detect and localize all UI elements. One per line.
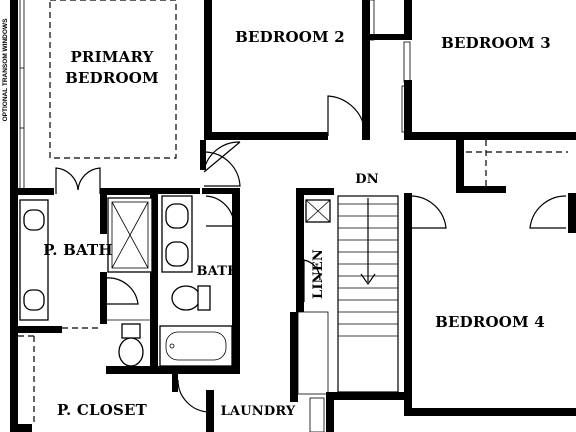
label-p-bath: P. BATH xyxy=(43,241,112,259)
stair xyxy=(305,195,399,393)
laundry-details xyxy=(297,311,329,432)
p-bath-fixtures xyxy=(19,197,153,367)
label-laundry: LAUNDRY xyxy=(221,404,296,419)
room-labels: PRIMARY BEDROOM BEDROOM 2 BEDROOM 3 BEDR… xyxy=(2,18,551,419)
label-bedroom-3: BEDROOM 3 xyxy=(441,34,551,52)
label-primary-bedroom-1: PRIMARY xyxy=(70,48,153,66)
label-bath: BATH xyxy=(196,264,239,279)
doors xyxy=(55,0,567,413)
label-p-closet: P. CLOSET xyxy=(57,401,148,419)
dashed-lines xyxy=(18,0,568,424)
label-stair-dn: DN xyxy=(355,172,379,187)
label-transom-windows: OPTIONAL TRANSOM WINDOWS xyxy=(2,18,9,121)
label-primary-bedroom-2: BEDROOM xyxy=(65,69,159,87)
label-linen: LINEN xyxy=(311,249,326,299)
bath-fixtures xyxy=(159,195,233,367)
transom-windows xyxy=(19,0,25,188)
label-bedroom-4: BEDROOM 4 xyxy=(435,313,545,331)
bedroom-4-window xyxy=(440,408,540,416)
label-bedroom-2: BEDROOM 2 xyxy=(235,28,345,46)
